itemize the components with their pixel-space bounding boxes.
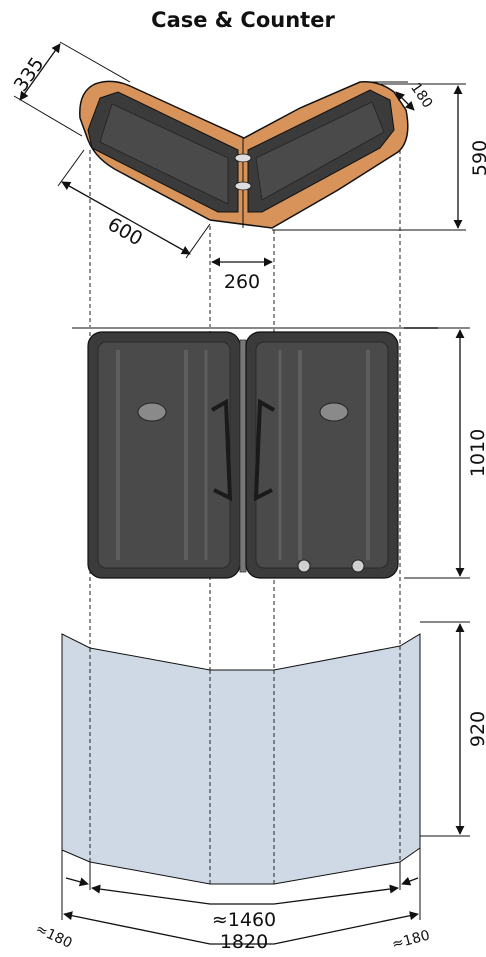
dim-top-arm-length: 600 bbox=[104, 213, 146, 250]
dim-panel-height: 920 bbox=[467, 711, 486, 747]
dim-outer-width: 1820 bbox=[220, 931, 268, 953]
latch-icon bbox=[234, 181, 252, 191]
cases-front-view bbox=[72, 327, 438, 579]
wheel-icon bbox=[297, 559, 311, 573]
counter-top-view bbox=[79, 80, 409, 229]
handle-icon bbox=[211, 398, 233, 502]
dim-inner-width: ≈1460 bbox=[212, 909, 276, 931]
dim-case-height: 1010 bbox=[467, 429, 486, 477]
dim-top-side-depth: 335 bbox=[10, 53, 49, 95]
oval-badge-icon bbox=[137, 402, 167, 422]
graphic-panel bbox=[61, 633, 421, 885]
wheel-icon bbox=[351, 559, 365, 573]
graphic-panel-shape bbox=[61, 633, 421, 885]
dim-right-offset: ≈180 bbox=[390, 927, 431, 952]
dim-top-joint-width: 260 bbox=[224, 271, 260, 293]
latch-icon bbox=[234, 153, 252, 163]
case-dimension: 1010 bbox=[404, 327, 486, 579]
dim-left-offset: ≈180 bbox=[33, 921, 75, 952]
oval-badge-icon bbox=[319, 402, 349, 422]
dim-top-height: 590 bbox=[469, 140, 486, 176]
page-title: Case & Counter bbox=[151, 8, 335, 32]
panel-dimension: 920 bbox=[420, 621, 486, 837]
hinge bbox=[239, 339, 247, 573]
handle-icon bbox=[253, 398, 275, 502]
